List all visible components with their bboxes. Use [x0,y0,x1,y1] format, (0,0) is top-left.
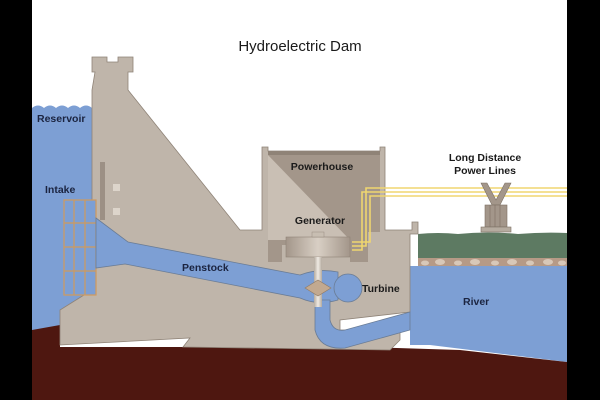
turbine-chamber [333,273,363,303]
river-water [410,266,567,362]
label-powerhouse: Powerhouse [291,161,354,173]
letterbox-right [567,0,600,400]
dam-window [113,208,120,215]
intake-grate [63,199,97,296]
letterbox-left [0,0,32,400]
label-penstock: Penstock [182,262,229,274]
powerhouse-light-wedge [268,155,350,240]
power-lines [352,187,567,251]
dam-window [113,184,120,191]
label-power-lines-2: Power Lines [454,165,516,177]
bedrock [32,325,567,400]
label-power-lines-1: Long Distance [449,152,522,164]
label-turbine: Turbine [362,283,400,295]
label-generator: Generator [295,215,345,227]
label-river: River [463,296,489,308]
turbine-runner [304,279,332,297]
generator-cap [311,231,325,238]
diagram-title: Hydroelectric Dam [238,38,361,55]
powerhouse-roof-shadow [268,151,380,155]
penstock [95,217,339,303]
draft-tube [314,299,411,349]
gate-slot [100,162,105,220]
label-intake: Intake [45,184,76,196]
pebbles [421,259,566,266]
generator [285,236,351,258]
label-reservoir: Reservoir [37,113,85,125]
grass-bank [418,232,567,262]
transformer-icon [480,182,512,233]
